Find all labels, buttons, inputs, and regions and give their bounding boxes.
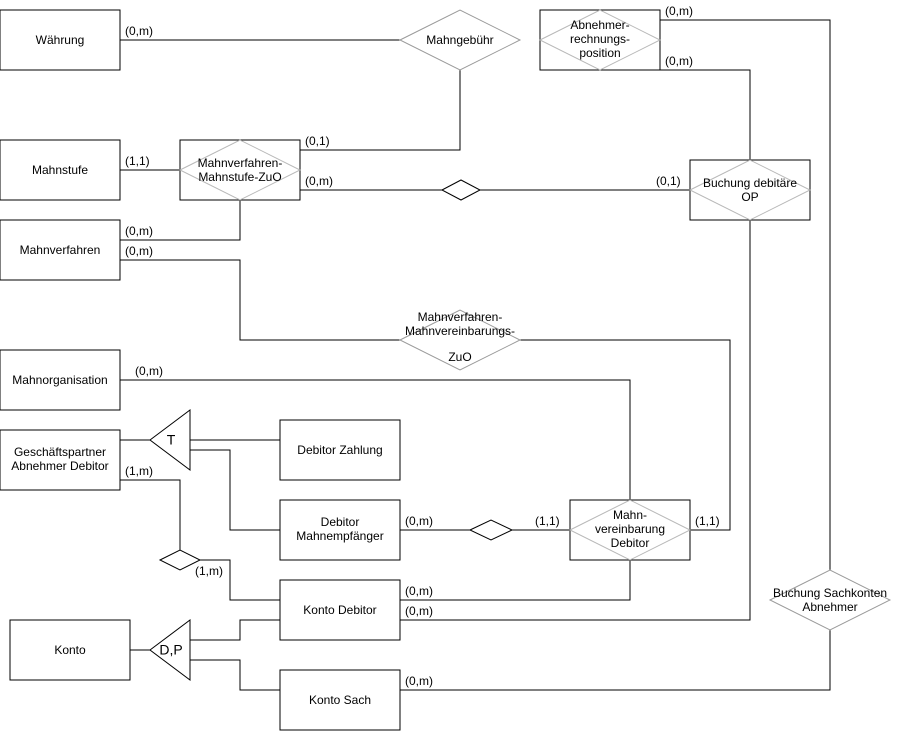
cardinality-label: (0,m) <box>125 244 153 258</box>
entity-label: Mahn- <box>613 508 647 522</box>
entity-label: Debitor <box>321 515 360 529</box>
entity-debitor-zahlung: Debitor Zahlung <box>279 419 401 481</box>
entity-label: Debitor Zahlung <box>297 443 382 457</box>
cardinality-label: (0,m) <box>405 514 433 528</box>
cardinality-label: (1,1) <box>535 514 560 528</box>
entity-abnehmer-rechnungsposition: Abnehmer- rechnungs- position <box>538 9 662 71</box>
cardinality-label: (0,m) <box>665 54 693 68</box>
entity-mahnorganisation: Mahnorganisation <box>0 349 121 411</box>
entity-label: Abnehmer- <box>570 18 629 32</box>
generalization-label: T <box>167 432 176 448</box>
relationship-label: ZuO <box>448 350 471 364</box>
entity-label: Konto Sach <box>309 693 371 707</box>
entity-konto-debitor: Konto Debitor <box>279 579 401 641</box>
cardinality-label: (0,m) <box>125 224 153 238</box>
cardinality-label: (0,m) <box>665 4 693 18</box>
entity-konto-sach: Konto Sach <box>279 669 401 731</box>
entity-label: Währung <box>36 33 85 47</box>
entity-label: Mahnverfahren <box>20 243 101 257</box>
entity-label: Mahnverfahren- <box>198 156 283 170</box>
generalization-geschaeftspartner: T <box>149 409 191 471</box>
connector-lines <box>120 19 831 691</box>
entity-label: Debitor <box>611 536 650 550</box>
line-rel-kontodebitor <box>200 559 280 601</box>
entity-buchung-debitaere-op: Buchung debitäre OP <box>688 159 812 221</box>
entity-geschaeftspartner-abnehmer-debitor: Geschäftspartner Abnehmer Debitor <box>0 429 121 491</box>
generalization-konto: D,P <box>149 619 191 681</box>
line-generalization-kontosach <box>190 659 280 691</box>
entity-mahnverfahren-mahnstufe-zuo: Mahnverfahren- Mahnstufe-ZuO <box>178 139 302 201</box>
cardinality-label: (1,1) <box>695 514 720 528</box>
relationship-label: Mahnvereinbarungs- <box>405 324 515 338</box>
relationship-mahnverfahren-mahnvereinbarungs-zuo: Mahnverfahren- Mahnvereinbarungs- ZuO <box>398 309 522 371</box>
line-mahnorganisation <box>120 379 631 500</box>
cardinalities: (0,m) (1,1) (0,1) (0,m) (0,1) (0,m) (0,m… <box>125 4 720 688</box>
line-generalization-kontodebitor <box>190 619 280 641</box>
relationship-label: Mahnverfahren- <box>418 310 503 324</box>
relationship-mahngebuehr: Mahngebühr <box>398 9 522 71</box>
relationship-label: Buchung Sachkonten <box>773 586 887 600</box>
relationship-buchung-sachkonten-abnehmer: Buchung Sachkonten Abnehmer <box>768 569 892 631</box>
entity-waehrung: Währung <box>0 9 121 71</box>
entity-label: Abnehmer Debitor <box>11 459 108 473</box>
line-partner-kontodebitor-rel <box>120 479 181 550</box>
entity-label: Geschäftspartner <box>14 445 106 459</box>
entity-label: Mahnempfänger <box>296 529 383 543</box>
line-vereinbarung-kontodebitor <box>400 560 631 601</box>
entity-label: rechnungs- <box>570 32 630 46</box>
line-mahngebuehr-zuo <box>300 70 461 151</box>
entity-label: Mahnorganisation <box>12 373 107 387</box>
entity-label: Konto <box>54 643 86 657</box>
entity-label: Mahnstufe-ZuO <box>198 170 281 184</box>
entity-label: OP <box>741 190 758 204</box>
relationship-mahnempfaenger-vereinbarung <box>468 519 514 541</box>
relationship-zuo-buchung <box>440 179 482 201</box>
cardinality-label: (0,m) <box>135 364 163 378</box>
cardinality-label: (0,m) <box>405 584 433 598</box>
line-mahnverfahren-zuo <box>120 200 241 241</box>
entity-label: Konto Debitor <box>303 603 376 617</box>
line-generalization-mahnempfaenger <box>190 449 280 531</box>
entity-label: Buchung debitäre <box>703 176 797 190</box>
relationship-label: Abnehmer <box>802 600 857 614</box>
entity-label: position <box>579 46 620 60</box>
entity-label: vereinbarung <box>595 522 665 536</box>
cardinality-label: (0,m) <box>125 24 153 38</box>
line-kontosach-buchungsachkonten <box>400 630 831 691</box>
cardinality-label: (0,m) <box>405 674 433 688</box>
line-abnehmer-top <box>660 19 831 570</box>
entity-debitor-mahnempfaenger: Debitor Mahnempfänger <box>279 499 401 561</box>
cardinality-label: (0,m) <box>405 604 433 618</box>
cardinality-label: (0,1) <box>656 174 681 188</box>
line-abnehmer-bottom <box>660 69 751 160</box>
entity-mahnstufe: Mahnstufe <box>0 139 121 201</box>
cardinality-label: (1,m) <box>125 464 153 478</box>
cardinality-label: (0,m) <box>305 174 333 188</box>
line-buchung-kontodebitor <box>400 220 751 621</box>
relationship-partner-kontodebitor <box>158 549 202 571</box>
cardinality-label: (1,1) <box>125 154 150 168</box>
entity-mahnvereinbarung-debitor: Mahn- vereinbarung Debitor <box>568 499 692 561</box>
relationship-label: Mahngebühr <box>426 33 493 47</box>
entity-mahnverfahren: Mahnverfahren <box>0 219 121 281</box>
line-mahnverfahren-vereinbarungszuo <box>120 259 400 341</box>
entity-konto: Konto <box>9 619 131 681</box>
cardinality-label: (0,1) <box>305 134 330 148</box>
cardinality-label: (1,m) <box>195 564 223 578</box>
line-vereinbarungszuo-mahnvereinbarung <box>520 339 731 531</box>
entity-label: Mahnstufe <box>32 163 88 177</box>
generalization-label: D,P <box>159 642 182 658</box>
